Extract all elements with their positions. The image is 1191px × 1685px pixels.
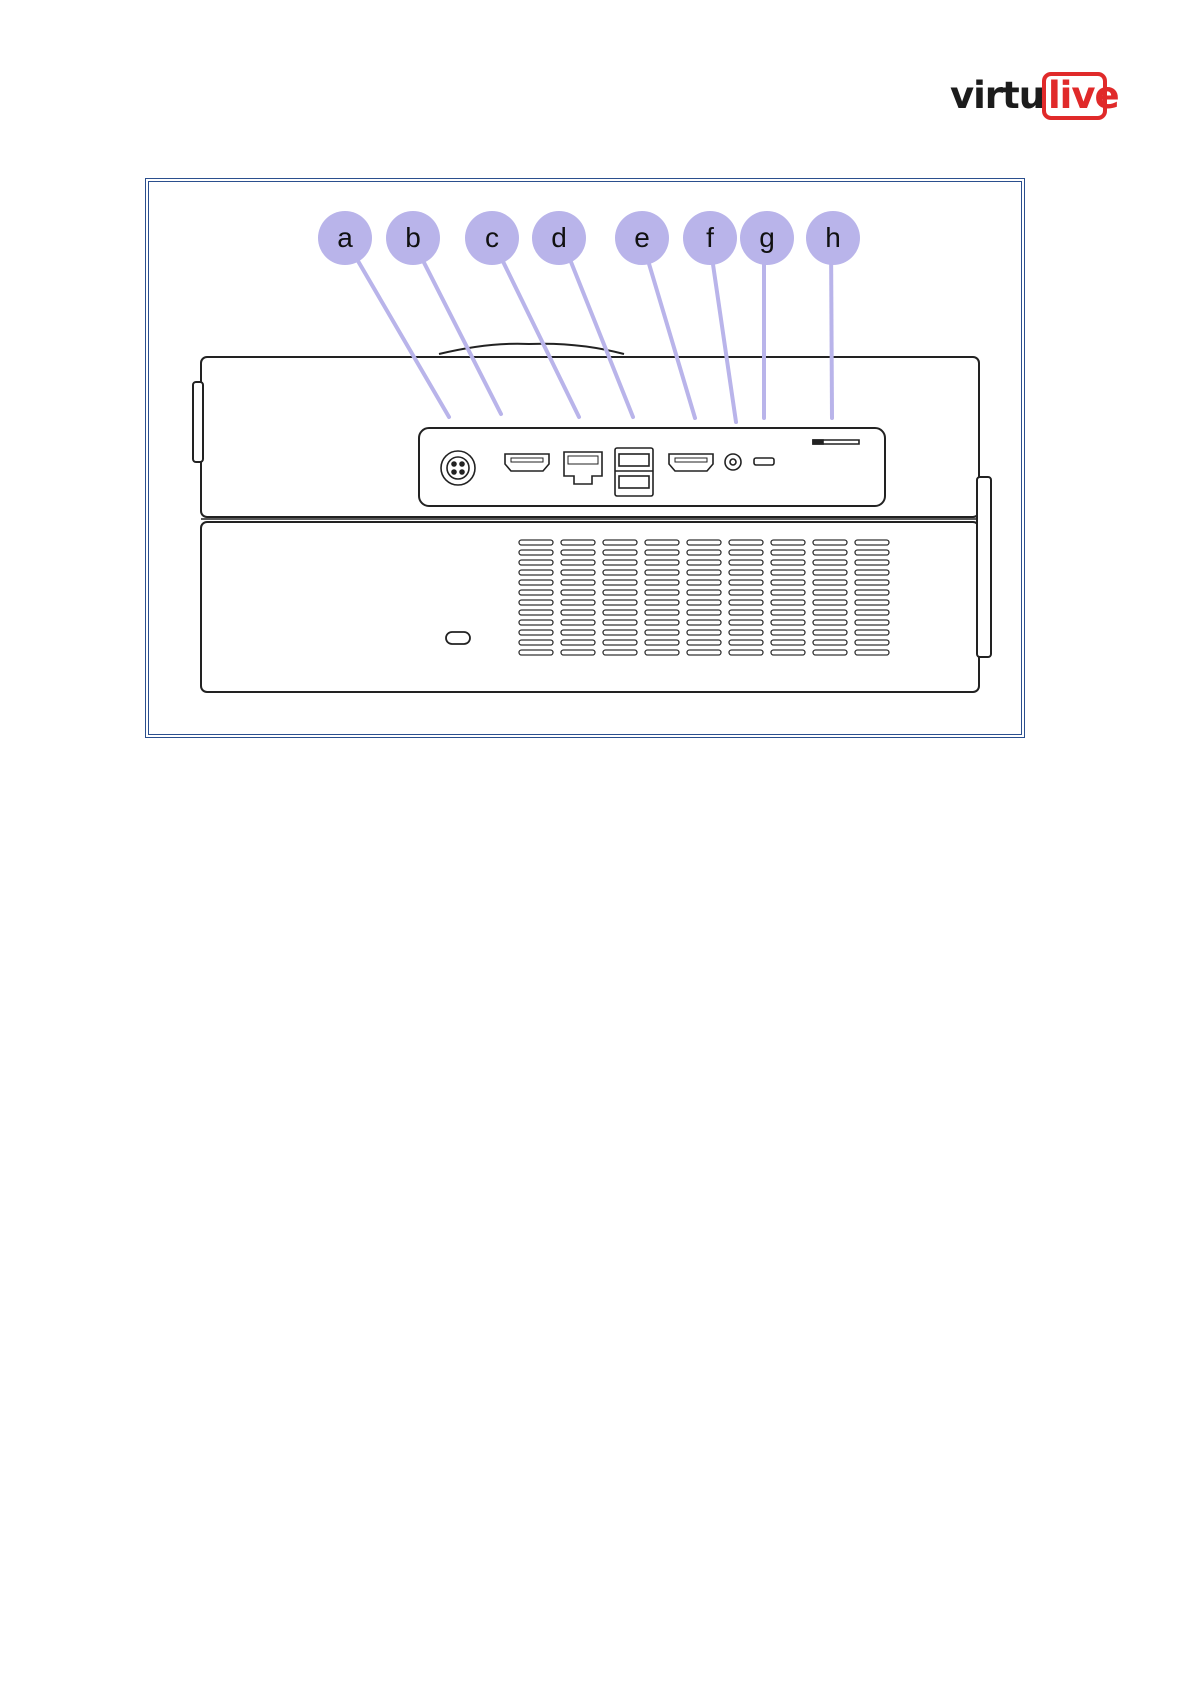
virtulive-logo: virtu live [950,70,1110,126]
callout-label-b: b [386,211,440,265]
callout-label-c: c [465,211,519,265]
body-lower [201,522,979,692]
callout-label-h: h [806,211,860,265]
side-strap-left [193,382,203,462]
callout-label-e: e [615,211,669,265]
callout-label-a: a [318,211,372,265]
logo-text-dark: virtu [950,74,1044,118]
callout-label-d: d [532,211,586,265]
figure-frame: a b c d e f g h [145,178,1025,738]
logo-text-red: live [1048,74,1119,118]
callout-label-g: g [740,211,794,265]
side-strap-right [977,477,991,657]
callout-label-f: f [683,211,737,265]
